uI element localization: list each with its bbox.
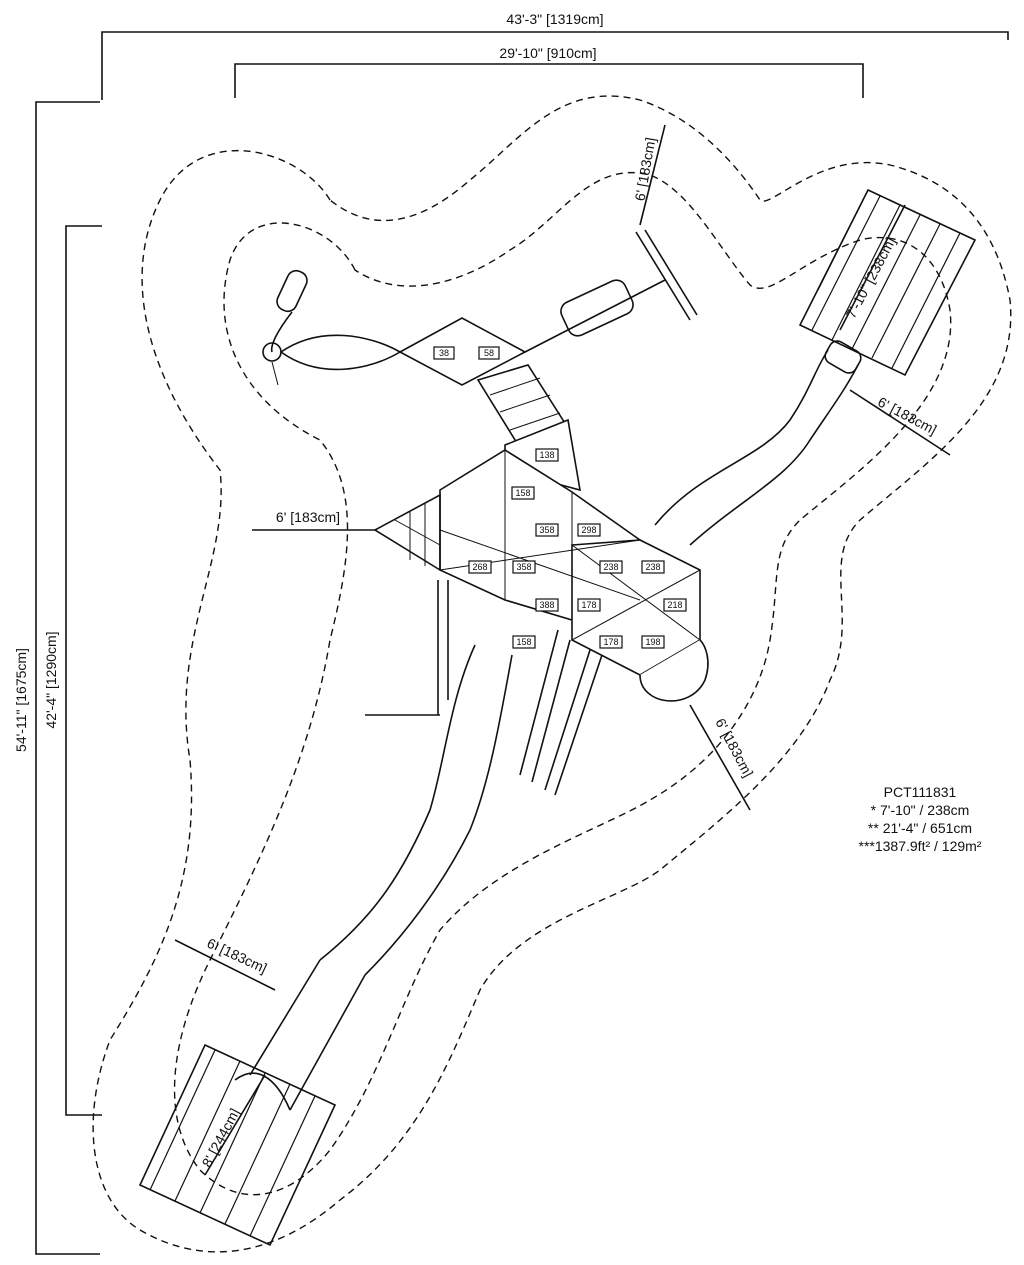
deck-label: 58 <box>478 346 500 360</box>
straight-slides <box>519 629 603 796</box>
note-use-zone: * 7'-10" / 238cm <box>870 802 970 818</box>
inner-width-label: 29'-10" [910cm] <box>499 45 596 61</box>
clearance-bottom-left-label: 6' [183cm] <box>205 935 270 977</box>
svg-text:218: 218 <box>667 600 682 610</box>
clearance-top-zone-label: 7'-10" [238cm] <box>843 234 899 320</box>
svg-text:178: 178 <box>603 637 618 647</box>
hatched-zone-bottom <box>138 1043 337 1247</box>
deck-label: 178 <box>577 598 601 612</box>
svg-text:198: 198 <box>645 637 660 647</box>
spring-rider-arm <box>262 269 402 386</box>
deck-label: 218 <box>663 598 687 612</box>
dimension-lines: 43'-3" [1319cm] 29'-10" [910cm] 54'-11" … <box>13 11 1009 1255</box>
deck-label: 238 <box>599 560 623 574</box>
note-area: ***1387.9ft² / 129m² <box>858 838 982 854</box>
deck-height-labels: 38 58 138 158 358 298 268 358 238 238 38… <box>433 346 687 649</box>
deck-label: 158 <box>512 635 536 649</box>
model-number: PCT111831 <box>883 784 957 800</box>
clearance-right-slide-label: 6' [183cm] <box>875 393 939 437</box>
deck-label: 138 <box>535 448 559 462</box>
svg-text:138: 138 <box>539 450 554 460</box>
use-zone-outer <box>92 95 1012 1253</box>
svg-text:388: 388 <box>539 600 554 610</box>
deck-label: 178 <box>599 635 623 649</box>
svg-text:158: 158 <box>515 488 530 498</box>
clearance-left-label: 6' [183cm] <box>276 509 340 525</box>
note-length: ** 21'-4" / 651cm <box>867 820 973 836</box>
svg-text:38: 38 <box>439 348 449 358</box>
spiral-slide-right <box>654 340 862 546</box>
plan-notes: PCT111831 * 7'-10" / 238cm ** 21'-4" / 6… <box>835 783 1005 855</box>
svg-text:238: 238 <box>603 562 618 572</box>
overall-height-line <box>35 101 100 1255</box>
clearance-bottom-zone-label: 8' [244cm] <box>198 1106 242 1170</box>
inner-height-line <box>65 225 102 1116</box>
svg-text:178: 178 <box>581 600 596 610</box>
hatched-zone-top-right <box>798 188 977 377</box>
svg-text:358: 358 <box>516 562 531 572</box>
overall-height-label: 54'-11" [1675cm] <box>13 648 29 752</box>
deck-label: 158 <box>511 486 535 500</box>
overall-width-label: 43'-3" [1319cm] <box>506 11 603 27</box>
spinner-bar <box>524 229 698 353</box>
deck-label: 358 <box>535 523 559 537</box>
deck-label: 298 <box>577 523 601 537</box>
svg-text:298: 298 <box>581 525 596 535</box>
overall-width-line <box>101 31 1009 100</box>
deck-label: 358 <box>512 560 536 574</box>
inner-width-line <box>234 63 864 98</box>
inner-height-label: 42'-4" [1290cm] <box>43 631 59 728</box>
svg-text:238: 238 <box>645 562 660 572</box>
svg-text:358: 358 <box>539 525 554 535</box>
use-zone-inner <box>173 172 952 1196</box>
deck-label: 38 <box>433 346 455 360</box>
deck-label: 388 <box>535 598 559 612</box>
clearance-lines: 6' [183cm] 7'-10" [238cm] 6' [183cm] 6' … <box>174 124 951 1176</box>
deck-label: 198 <box>641 635 665 649</box>
svg-text:58: 58 <box>484 348 494 358</box>
deck-label: 268 <box>468 560 492 574</box>
deck-label: 238 <box>641 560 665 574</box>
svg-text:158: 158 <box>516 637 531 647</box>
long-tube-slide <box>234 644 513 1111</box>
svg-text:268: 268 <box>472 562 487 572</box>
upper-deck <box>398 317 570 450</box>
